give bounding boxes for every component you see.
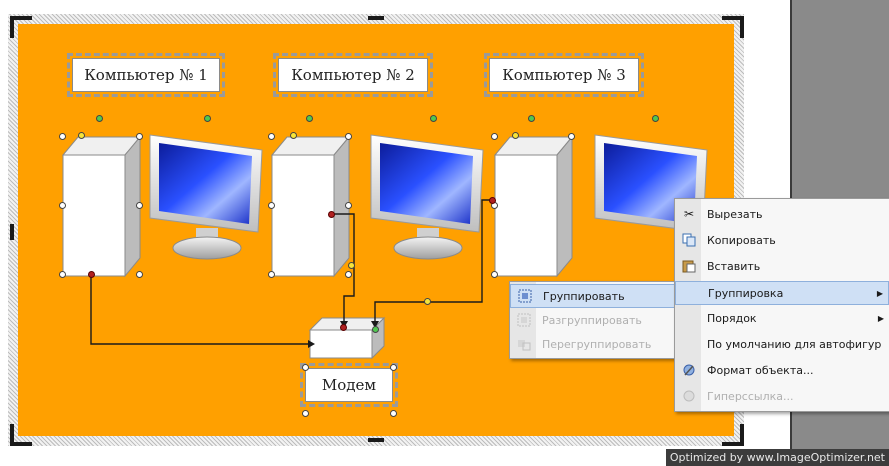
group-icon	[517, 289, 533, 303]
adjust-handle[interactable]	[512, 132, 519, 139]
selection-handle[interactable]	[136, 271, 143, 278]
menu-item-paste[interactable]: Вставить	[675, 254, 889, 278]
rotation-handle[interactable]	[652, 115, 659, 122]
adjust-handle[interactable]	[348, 262, 355, 269]
watermark: Optimized by www.ImageOptimizer.net	[665, 449, 889, 466]
crop-corner-bottom-right[interactable]	[722, 424, 744, 446]
connection-point[interactable]	[340, 324, 347, 331]
submenu-arrow-icon: ▶	[876, 288, 883, 298]
label-computer-1[interactable]: Компьютер № 1	[67, 53, 225, 97]
crop-corner-top-left[interactable]	[10, 16, 32, 38]
paste-icon	[681, 259, 697, 273]
rotation-handle[interactable]	[204, 115, 211, 122]
menu-item-label: Вырезать	[707, 207, 763, 221]
label-modem[interactable]: Модем	[300, 363, 398, 407]
selection-handle[interactable]	[302, 364, 309, 371]
selection-handle[interactable]	[59, 271, 66, 278]
selection-handle[interactable]	[390, 410, 397, 417]
selection-handle[interactable]	[345, 133, 352, 140]
crop-corner-bottom-left[interactable]	[10, 424, 32, 446]
connection-point[interactable]	[328, 211, 335, 218]
menu-item-set-default[interactable]: По умолчанию для автофигур	[675, 332, 889, 356]
selection-handle[interactable]	[268, 271, 275, 278]
menu-item-label: Перегруппировать	[542, 337, 652, 351]
selection-handle[interactable]	[390, 364, 397, 371]
adjust-handle[interactable]	[78, 132, 85, 139]
adjust-handle[interactable]	[290, 132, 297, 139]
rotation-handle[interactable]	[306, 115, 313, 122]
menu-item-format-object[interactable]: Формат объекта...	[675, 358, 889, 382]
crop-mark-left[interactable]	[10, 224, 14, 240]
monitor-2[interactable]	[370, 134, 484, 260]
system-unit-2[interactable]	[270, 135, 351, 278]
connection-point[interactable]	[489, 197, 496, 204]
selection-handle[interactable]	[59, 133, 66, 140]
label-computer-3[interactable]: Компьютер № 3	[484, 53, 644, 97]
menu-item-grouping[interactable]: Группировка ▶	[675, 281, 889, 305]
rotation-handle[interactable]	[96, 115, 103, 122]
selection-handle[interactable]	[136, 202, 143, 209]
menu-item-order[interactable]: Порядок ▶	[675, 306, 889, 330]
crop-mark-top[interactable]	[368, 16, 384, 20]
selection-handle[interactable]	[491, 133, 498, 140]
menu-item-label: Вставить	[707, 259, 761, 273]
menu-item-copy[interactable]: Копировать	[675, 228, 889, 252]
selection-handle[interactable]	[568, 133, 575, 140]
format-icon	[681, 363, 697, 377]
selection-handle[interactable]	[136, 133, 143, 140]
menu-item-ungroup: Разгруппировать	[510, 308, 678, 332]
menu-item-label: Порядок	[707, 311, 757, 325]
menu-item-regroup: Перегруппировать	[510, 332, 678, 356]
selection-handle[interactable]	[345, 271, 352, 278]
menu-item-hyperlink: Гиперссылка...	[675, 384, 889, 408]
rotation-handle[interactable]	[528, 115, 535, 122]
connection-point[interactable]	[88, 271, 95, 278]
menu-item-group[interactable]: Группировать	[510, 284, 678, 308]
selection-handle[interactable]	[59, 202, 66, 209]
modem-device[interactable]	[308, 316, 386, 360]
menu-item-label: Гиперссылка...	[707, 389, 794, 403]
menu-item-label: По умолчанию для автофигур	[707, 337, 882, 351]
selection-handle[interactable]	[491, 271, 498, 278]
menu-item-label: Копировать	[707, 233, 776, 247]
grouping-submenu: Группировать Разгруппировать Перегруппир…	[509, 281, 679, 359]
copy-icon	[681, 233, 697, 247]
adjust-handle[interactable]	[424, 298, 431, 305]
system-unit-1[interactable]	[61, 135, 142, 278]
regroup-icon	[516, 337, 532, 351]
scissors-icon: ✂	[683, 207, 695, 221]
selection-handle[interactable]	[302, 410, 309, 417]
rotation-handle[interactable]	[430, 115, 437, 122]
context-menu: ✂ Вырезать Копировать Вставить Группиров…	[674, 198, 889, 412]
selection-handle[interactable]	[268, 133, 275, 140]
connection-point[interactable]	[372, 326, 379, 333]
ungroup-icon	[516, 313, 532, 327]
system-unit-3[interactable]	[493, 135, 574, 278]
selection-handle[interactable]	[345, 202, 352, 209]
menu-item-label: Формат объекта...	[707, 363, 814, 377]
submenu-arrow-icon: ▶	[877, 313, 884, 323]
monitor-1[interactable]	[149, 134, 263, 260]
hyperlink-icon	[681, 389, 697, 403]
label-computer-2[interactable]: Компьютер № 2	[273, 53, 433, 97]
menu-item-label: Группировать	[543, 289, 625, 303]
menu-item-label: Группировка	[708, 286, 784, 300]
connector-lines[interactable]	[90, 199, 492, 345]
crop-mark-bottom[interactable]	[368, 438, 384, 442]
menu-item-cut[interactable]: ✂ Вырезать	[675, 202, 889, 226]
crop-corner-top-right[interactable]	[722, 16, 744, 38]
menu-item-label: Разгруппировать	[542, 313, 642, 327]
selection-handle[interactable]	[268, 202, 275, 209]
